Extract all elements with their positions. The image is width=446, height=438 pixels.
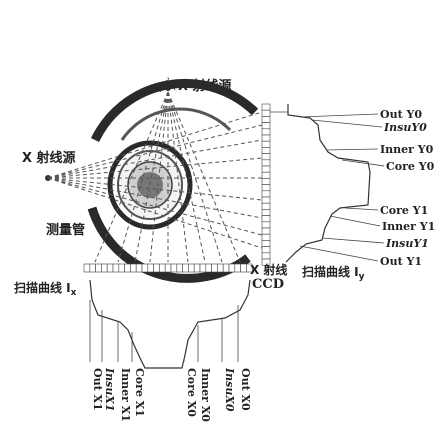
x-label: InsuX0 [223, 367, 236, 412]
detector-cell [261, 252, 271, 260]
x-label: Out X0 [239, 368, 252, 411]
detector-cell [89, 263, 96, 273]
detector-cell [95, 263, 102, 273]
detector-cell [261, 153, 271, 161]
detector-cell [153, 263, 160, 273]
y-label: Inner Y1 [382, 220, 435, 233]
bottom-ccd-detector [83, 263, 253, 273]
detector-cell [261, 240, 271, 247]
y-label: InsuY1 [385, 237, 429, 250]
detector-cell [141, 263, 149, 273]
scan-curve-x [89, 279, 251, 369]
detector-cell [261, 184, 271, 192]
detector-cell [112, 263, 120, 273]
x-label: Core X1 [133, 368, 146, 417]
detector-cell [217, 263, 224, 273]
detector-cell [261, 178, 271, 185]
detector-cell [261, 190, 271, 198]
detector-cell [170, 263, 178, 273]
detector-cell [261, 171, 271, 179]
detector-cell [261, 209, 271, 216]
right-ccd-detector [261, 103, 271, 266]
detector-cell [182, 263, 189, 273]
y-label: InsuY0 [383, 121, 427, 134]
detector-cell [83, 263, 91, 273]
detector-cell [106, 263, 114, 273]
x-label: Inner X0 [199, 368, 212, 422]
detector-cell [176, 263, 183, 273]
detector-cell [159, 263, 166, 273]
y-label: Inner Y0 [380, 143, 434, 156]
detector-cell [234, 263, 241, 273]
detector-cell [240, 263, 247, 273]
scan-curve-x-label: 扫描曲线 Ix [14, 280, 77, 298]
detector-cell [261, 246, 271, 254]
detector-cell [118, 263, 125, 273]
scan-curve-y-label: 扫描曲线 Iy [302, 264, 365, 282]
horizontal-rays [47, 111, 263, 249]
detector-cell [261, 103, 271, 111]
detector-cell [261, 233, 271, 241]
x-label: Core X0 [185, 368, 198, 417]
x-label: Inner X1 [119, 368, 132, 422]
detector-cell [261, 165, 271, 173]
detector-cell [261, 215, 271, 223]
detector-cell [205, 263, 212, 273]
detector-cell [193, 263, 201, 273]
x-label: Out X1 [91, 368, 104, 411]
left-source-label: X 射线源 [22, 150, 76, 166]
y-label: Out Y1 [380, 255, 422, 268]
detector-cell [246, 263, 253, 273]
detector-cell [188, 263, 195, 273]
detector-cell [261, 221, 271, 229]
detector-cell [130, 263, 137, 273]
detector-cell [261, 134, 271, 142]
detector-cell [261, 159, 271, 167]
detector-cell [211, 263, 218, 273]
detector-cell [135, 263, 143, 273]
y-label: Out Y0 [380, 108, 422, 121]
ccd-xray-label: X 射线 [250, 262, 287, 277]
detector-cell [101, 263, 108, 273]
y-label: Core Y1 [380, 204, 428, 217]
detector-cell [261, 147, 271, 154]
detector-cell [199, 263, 207, 273]
detector-cell [261, 258, 271, 266]
ccd-label: CCD [252, 277, 284, 292]
detector-cell [261, 122, 271, 130]
scan-curve-y [285, 104, 371, 263]
detector-cell [261, 196, 271, 204]
detector-cell [261, 140, 271, 148]
detector-cell [147, 263, 154, 273]
detector-cell [228, 263, 236, 273]
detector-cell [261, 109, 271, 117]
detector-cell [222, 263, 230, 273]
vertical-rays [94, 91, 241, 263]
tube-label: 测量管 [46, 222, 85, 238]
detector-cell [164, 263, 172, 273]
detector-cell [124, 263, 131, 273]
detector-cell [261, 202, 271, 210]
detector-cell [261, 116, 271, 123]
detector-cell [261, 128, 271, 136]
y-label: Core Y0 [386, 160, 435, 173]
detector-cell [261, 227, 271, 235]
x-label: InsuX1 [103, 367, 116, 412]
